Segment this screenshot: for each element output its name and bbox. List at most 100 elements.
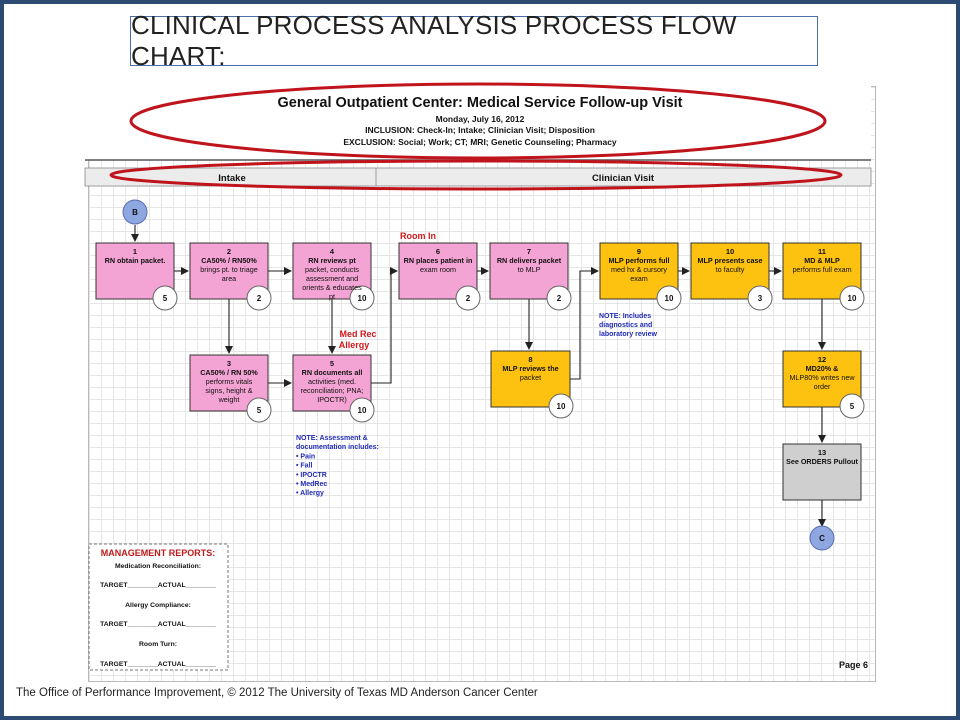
time-circle-6 (455, 285, 481, 311)
note-assessment-0: NOTE: Assessment & (296, 435, 368, 442)
step-line-5-3: IPOCTR) (317, 395, 347, 404)
time-value-11: 10 (848, 294, 857, 303)
management-report-row-4: Room Turn: (139, 641, 177, 648)
time-value-2: 2 (257, 294, 262, 303)
step-line-2-0: CA50% / RN50% (201, 256, 257, 265)
step-number-9: 9 (637, 247, 641, 256)
time-value-1: 5 (163, 294, 168, 303)
med-rec-label: Med Rec (339, 329, 376, 339)
step-line-5-2: reconciliation; PNA; (301, 386, 364, 395)
management-report-row-1: TARGET________ACTUAL________ (100, 582, 216, 589)
time-value-9: 10 (665, 294, 674, 303)
time-circle-10 (747, 285, 773, 311)
step-line-3-2: signs, height & (205, 386, 252, 395)
inclusion-line: INCLUSION: Check-In; Intake; Clinician V… (365, 125, 595, 135)
management-report-row-5: TARGET________ACTUAL________ (100, 661, 216, 668)
lane-intake: Intake (218, 173, 245, 184)
step-line-7-1: to MLP (518, 265, 541, 274)
step-line-2-2: area (222, 274, 236, 283)
step-line-8-0: MLP reviews the (502, 364, 558, 373)
note-assessment-4: • IPOCTR (296, 472, 327, 479)
time-circle-7 (546, 285, 572, 311)
connector-c (809, 525, 835, 551)
management-report-row-2: Allergy Compliance: (125, 602, 191, 609)
time-circle-4 (349, 285, 375, 311)
note-assessment-3: • Fall (296, 463, 313, 470)
management-report-row-0: Medication Reconciliation: (115, 563, 201, 570)
step-number-10: 10 (726, 247, 734, 256)
note-assessment-6: • Allergy (296, 490, 324, 497)
step-line-3-3: weight (218, 395, 240, 404)
management-reports-box (88, 543, 229, 671)
management-report-row-3: TARGET________ACTUAL________ (100, 621, 216, 628)
step-line-12-0: MD20% & (806, 364, 839, 373)
time-value-3: 5 (257, 406, 262, 415)
step-number-3: 3 (227, 359, 231, 368)
step-line-3-1: performs vitals (206, 377, 253, 386)
time-value-6: 2 (466, 294, 471, 303)
step-line-9-0: MLP performs full (609, 256, 670, 265)
step-line-5-0: RN documents all (302, 368, 363, 377)
time-value-12: 5 (850, 402, 855, 411)
step-line-9-1: med hx & cursory (611, 265, 667, 274)
step-line-4-2: assessment and (306, 274, 358, 283)
step-number-12: 12 (818, 355, 826, 364)
step-line-7-0: RN delivers packet (497, 256, 562, 265)
connector-b-label: B (132, 208, 138, 217)
step-number-5: 5 (330, 359, 334, 368)
time-value-7: 2 (557, 294, 562, 303)
note-diagnostics-1: diagnostics and (599, 322, 652, 329)
highlight-ellipse-lanes (109, 159, 843, 191)
step-number-11: 11 (818, 247, 826, 256)
diagram-title: General Outpatient Center: Medical Servi… (277, 95, 682, 111)
edge-5-to-6 (371, 267, 398, 384)
diagram-date: Monday, July 16, 2012 (436, 114, 525, 124)
step-line-2-1: brings pt. to triage (200, 265, 258, 274)
step-line-11-0: MD & MLP (804, 256, 840, 265)
step-line-1-0: RN obtain packet. (105, 256, 166, 265)
edge-8-to-9 (570, 267, 599, 380)
time-circle-11 (839, 285, 865, 311)
exclusion-line: EXCLUSION: Social; Work; CT; MRI; Geneti… (343, 137, 617, 147)
time-circle-9 (656, 285, 682, 311)
time-value-10: 3 (758, 294, 763, 303)
step-line-12-2: order (814, 382, 831, 391)
note-diagnostics-0: NOTE: Includes (599, 313, 651, 320)
page-number: Page 6 (839, 660, 868, 670)
time-circle-3 (246, 397, 272, 423)
lane-band (84, 167, 872, 187)
step-line-8-1: packet (520, 373, 541, 382)
time-circle-2 (246, 285, 272, 311)
time-circle-12 (839, 393, 865, 419)
step-line-13-0: See ORDERS Pullout (786, 457, 858, 466)
step-line-4-4: pt (329, 292, 335, 301)
step-line-12-1: MLP80% writes new (789, 373, 855, 382)
connector-c-label: C (819, 534, 825, 543)
step-line-3-0: CA50% / RN 50% (200, 368, 258, 377)
step-number-6: 6 (436, 247, 440, 256)
time-circle-5 (349, 397, 375, 423)
step-line-4-3: orients & educates (302, 283, 362, 292)
step-line-6-1: exam room (420, 265, 456, 274)
step-line-11-1: performs full exam (792, 265, 851, 274)
step-number-8: 8 (528, 355, 532, 364)
highlight-ellipse-header (129, 82, 827, 160)
step-line-9-2: exam (630, 274, 648, 283)
footer-copyright: The Office of Performance Improvement, ©… (16, 687, 538, 699)
step-line-4-1: packet, conducts (305, 265, 359, 274)
allergy-label: Allergy (339, 340, 370, 350)
step-number-13: 13 (818, 448, 826, 457)
room-in-label: Room In (400, 231, 436, 241)
lane-clinician-visit: Clinician Visit (592, 173, 655, 184)
step-line-10-0: MLP presents case (698, 256, 763, 265)
time-value-8: 10 (557, 402, 566, 411)
note-assessment-1: documentation includes: (296, 444, 379, 451)
connector-b (122, 199, 148, 225)
time-value-5: 10 (358, 406, 367, 415)
step-line-4-0: RN reviews pt (308, 256, 356, 265)
step-line-10-1: to faculty (716, 265, 745, 274)
note-diagnostics-2: laboratory review (599, 331, 658, 338)
time-value-4: 10 (358, 294, 367, 303)
step-box-13 (782, 443, 862, 501)
